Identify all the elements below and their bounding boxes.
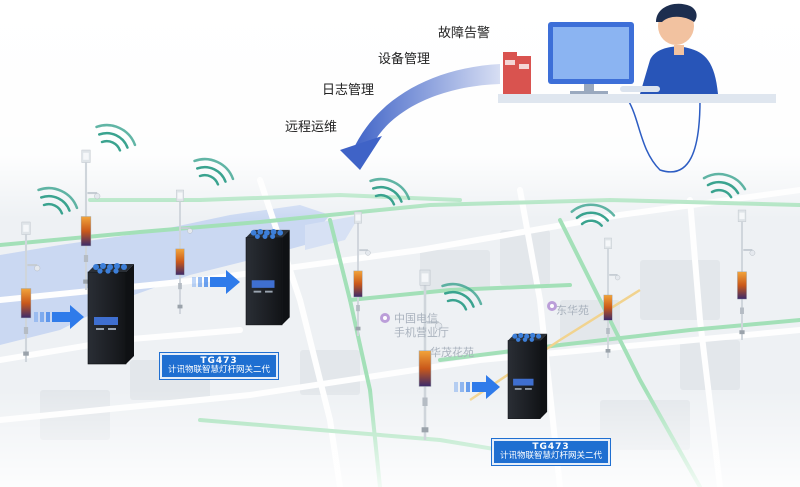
data-flow-arrow — [192, 270, 240, 294]
label-remote-ops: 远程运维 — [285, 120, 337, 135]
map-label-area-d: 华茂花苑 — [430, 346, 474, 359]
data-flow-arrow — [454, 375, 500, 399]
label-log-management: 日志管理 — [322, 83, 374, 98]
map-label-station-a: 中国电信 — [394, 312, 438, 325]
map-label-area-c: 东华苑 — [556, 304, 589, 317]
label-device-management: 设备管理 — [378, 51, 430, 67]
monitor-icon — [548, 22, 634, 94]
gateway-device-1 — [87, 262, 135, 365]
data-flow-arrow — [34, 305, 84, 329]
gateway-badge-1: TG473 计讯物联智慧灯杆网关二代 — [160, 353, 279, 380]
gateway-device-2 — [245, 228, 291, 326]
binder-icon — [503, 52, 531, 94]
gateway-description: 计讯物联智慧灯杆网关二代 — [500, 451, 603, 462]
gateway-description: 计讯物联智慧灯杆网关二代 — [168, 365, 271, 376]
map-label-station-b: 手机营业厅 — [394, 326, 449, 339]
gateway-model: TG473 — [200, 356, 238, 366]
gateway-model: TG473 — [532, 442, 570, 452]
gateway-device-3 — [507, 332, 548, 420]
operator-workstation — [498, 3, 776, 173]
command-curve-arrow — [340, 64, 500, 170]
person-icon — [620, 3, 718, 94]
gateway-badge-2: TG473 计讯物联智慧灯杆网关二代 — [492, 439, 611, 466]
label-fault-alarm: 故障告警 — [438, 25, 490, 41]
